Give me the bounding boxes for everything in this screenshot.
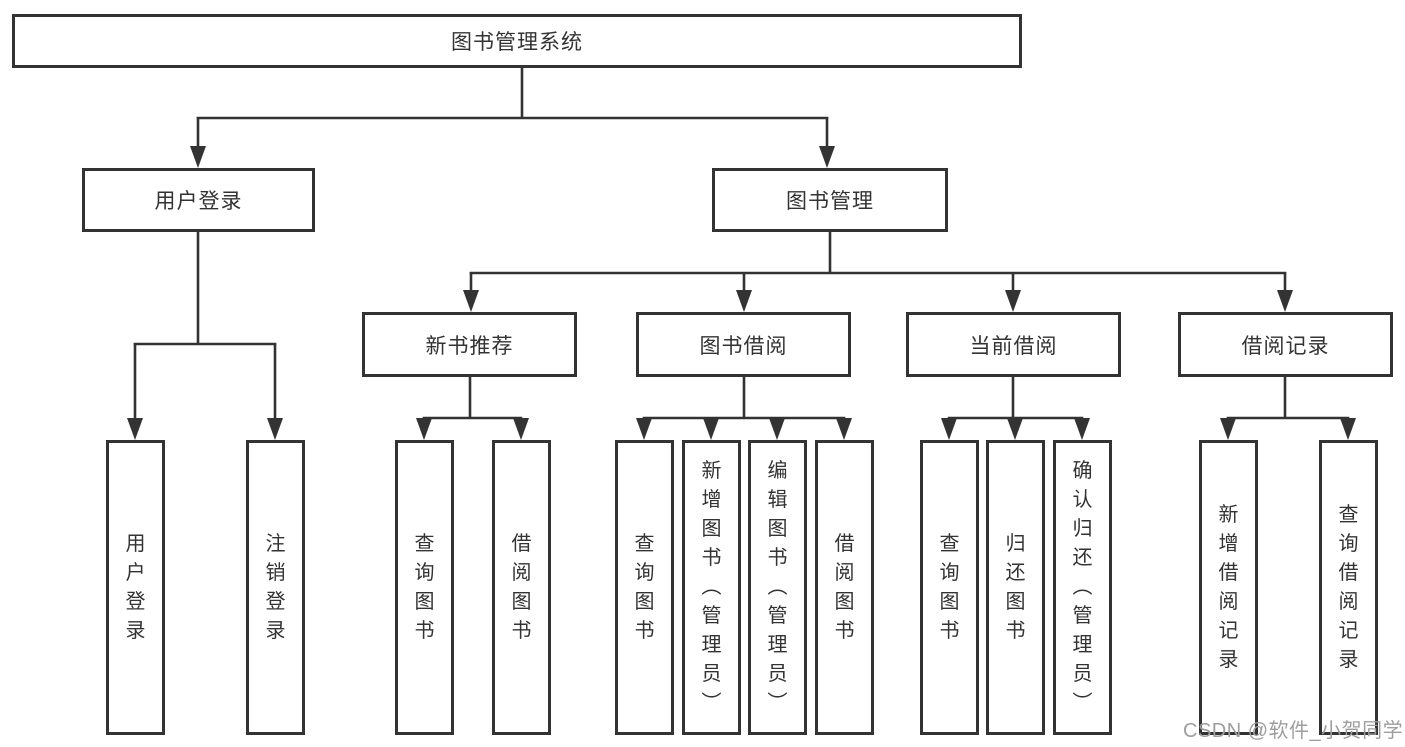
leaf-current-query-books-label: 查询图书: [939, 532, 960, 642]
leaf-borrowing-borrow-books-label: 借阅图书: [834, 532, 855, 642]
leaf-records-add-record-label: 新增借阅记录: [1218, 503, 1239, 671]
leaf-current-query-books: 查询图书: [920, 440, 979, 735]
node-book-management-label: 图书管理: [786, 190, 874, 213]
leaf-records-query-record: 查询借阅记录: [1319, 440, 1378, 735]
node-book-borrowing: 图书借阅: [636, 312, 851, 377]
node-root-system: 图书管理系统: [12, 14, 1022, 68]
leaf-borrowing-borrow-books: 借阅图书: [815, 440, 874, 735]
leaf-records-add-record: 新增借阅记录: [1199, 440, 1258, 735]
node-book-borrowing-label: 图书借阅: [699, 334, 788, 358]
leaf-newbook-borrow-books-label: 借阅图书: [511, 532, 532, 642]
node-root-label: 图书管理系统: [451, 31, 583, 54]
node-borrow-records-label: 借阅记录: [1241, 334, 1330, 358]
leaf-logout: 注销登录: [246, 440, 305, 735]
node-new-book-recommend-label: 新书推荐: [425, 334, 514, 358]
leaf-current-return-books-label: 归还图书: [1005, 532, 1026, 642]
leaf-borrowing-add-books-admin: 新增图书︵管理员︶: [682, 440, 741, 735]
node-borrow-records: 借阅记录: [1178, 312, 1393, 377]
node-book-management: 图书管理: [712, 168, 948, 232]
leaf-user-login: 用户登录: [106, 440, 165, 735]
leaf-newbook-query-books-label: 查询图书: [414, 532, 435, 642]
leaf-records-query-record-label: 查询借阅记录: [1338, 503, 1359, 671]
leaf-user-login-label: 用户登录: [125, 532, 146, 642]
node-current-borrowing-label: 当前借阅: [969, 334, 1058, 358]
leaf-borrowing-query-books-label: 查询图书: [634, 532, 655, 642]
leaf-current-confirm-return-admin-label: 确认归还︵管理员︶: [1072, 460, 1093, 714]
watermark-text: CSDN @软件_小贺同学: [1183, 720, 1404, 742]
leaf-newbook-borrow-books: 借阅图书: [492, 440, 551, 735]
node-new-book-recommend: 新书推荐: [362, 312, 577, 377]
leaf-logout-label: 注销登录: [265, 532, 286, 642]
leaf-borrowing-edit-books-admin-label: 编辑图书︵管理员︶: [767, 460, 788, 714]
leaf-current-return-books: 归还图书: [986, 440, 1045, 735]
node-current-borrowing: 当前借阅: [906, 312, 1121, 377]
leaf-borrowing-add-books-admin-label: 新增图书︵管理员︶: [701, 460, 722, 714]
leaf-borrowing-edit-books-admin: 编辑图书︵管理员︶: [748, 440, 807, 735]
node-user-login-label: 用户登录: [154, 190, 243, 213]
node-user-login: 用户登录: [82, 168, 315, 232]
leaf-borrowing-query-books: 查询图书: [615, 440, 674, 735]
leaf-newbook-query-books: 查询图书: [395, 440, 454, 735]
leaf-current-confirm-return-admin: 确认归还︵管理员︶: [1053, 440, 1112, 735]
